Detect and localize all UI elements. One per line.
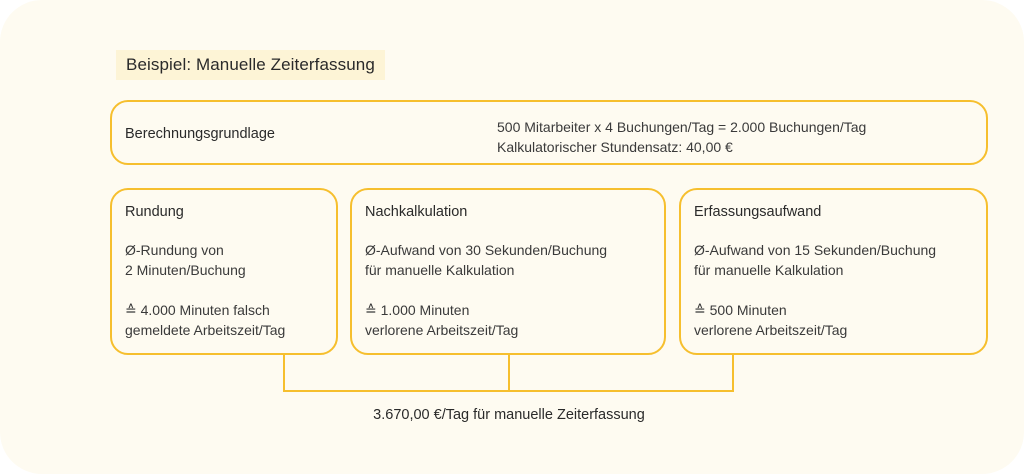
card-result-line: verlorene Arbeitszeit/Tag bbox=[365, 322, 519, 338]
card-description: Ø-Aufwand von 30 Sekunden/Buchung für ma… bbox=[365, 240, 607, 280]
card-description-line: Ø-Aufwand von 15 Sekunden/Buchung bbox=[694, 242, 937, 258]
calculation-basis-box: Berechnungsgrundlage 500 Mitarbeiter x 4… bbox=[110, 100, 988, 165]
card-result-line: ≙ 4.000 Minuten falsch bbox=[125, 302, 270, 318]
card-description-line: Ø-Rundung von bbox=[125, 242, 224, 258]
card-title: Erfassungsaufwand bbox=[694, 204, 822, 220]
title-highlight: Beispiel: Manuelle Zeiterfassung bbox=[116, 50, 385, 80]
card-description: Ø-Aufwand von 15 Sekunden/Buchung für ma… bbox=[694, 240, 936, 280]
card-title: Nachkalkulation bbox=[365, 204, 468, 220]
card-title: Rundung bbox=[125, 204, 184, 220]
calculation-basis-label: Berechnungsgrundlage bbox=[125, 126, 275, 142]
card-description: Ø-Rundung von 2 Minuten/Buchung bbox=[125, 240, 246, 280]
card-description-line: für manuelle Kalkulation bbox=[365, 262, 515, 278]
card-result-line: ≙ 1.000 Minuten bbox=[365, 302, 470, 318]
basis-line-hourly-rate: Kalkulatorischer Stundensatz: 40,00 € bbox=[497, 139, 733, 155]
card-rundung: Rundung Ø-Rundung von 2 Minuten/Buchung … bbox=[110, 188, 338, 355]
card-result-line: gemeldete Arbeitszeit/Tag bbox=[125, 322, 286, 338]
card-description-line: Ø-Aufwand von 30 Sekunden/Buchung bbox=[365, 242, 608, 258]
card-nachkalkulation: Nachkalkulation Ø-Aufwand von 30 Sekunde… bbox=[350, 188, 666, 355]
calculation-basis-details: 500 Mitarbeiter x 4 Buchungen/Tag = 2.00… bbox=[497, 117, 866, 157]
card-result-line: verlorene Arbeitszeit/Tag bbox=[694, 322, 848, 338]
diagram-title: Beispiel: Manuelle Zeiterfassung bbox=[126, 55, 375, 74]
card-result: ≙ 4.000 Minuten falsch gemeldete Arbeits… bbox=[125, 300, 285, 340]
card-result-line: ≙ 500 Minuten bbox=[694, 302, 787, 318]
card-erfassungsaufwand: Erfassungsaufwand Ø-Aufwand von 15 Sekun… bbox=[679, 188, 988, 355]
basis-line-employees: 500 Mitarbeiter x 4 Buchungen/Tag = 2.00… bbox=[497, 119, 867, 135]
card-description-line: für manuelle Kalkulation bbox=[694, 262, 844, 278]
card-description-line: 2 Minuten/Buchung bbox=[125, 262, 246, 278]
card-result: ≙ 500 Minuten verlorene Arbeitszeit/Tag bbox=[694, 300, 847, 340]
card-result: ≙ 1.000 Minuten verlorene Arbeitszeit/Ta… bbox=[365, 300, 518, 340]
summary-total: 3.670,00 €/Tag für manuelle Zeiterfassun… bbox=[373, 407, 645, 423]
